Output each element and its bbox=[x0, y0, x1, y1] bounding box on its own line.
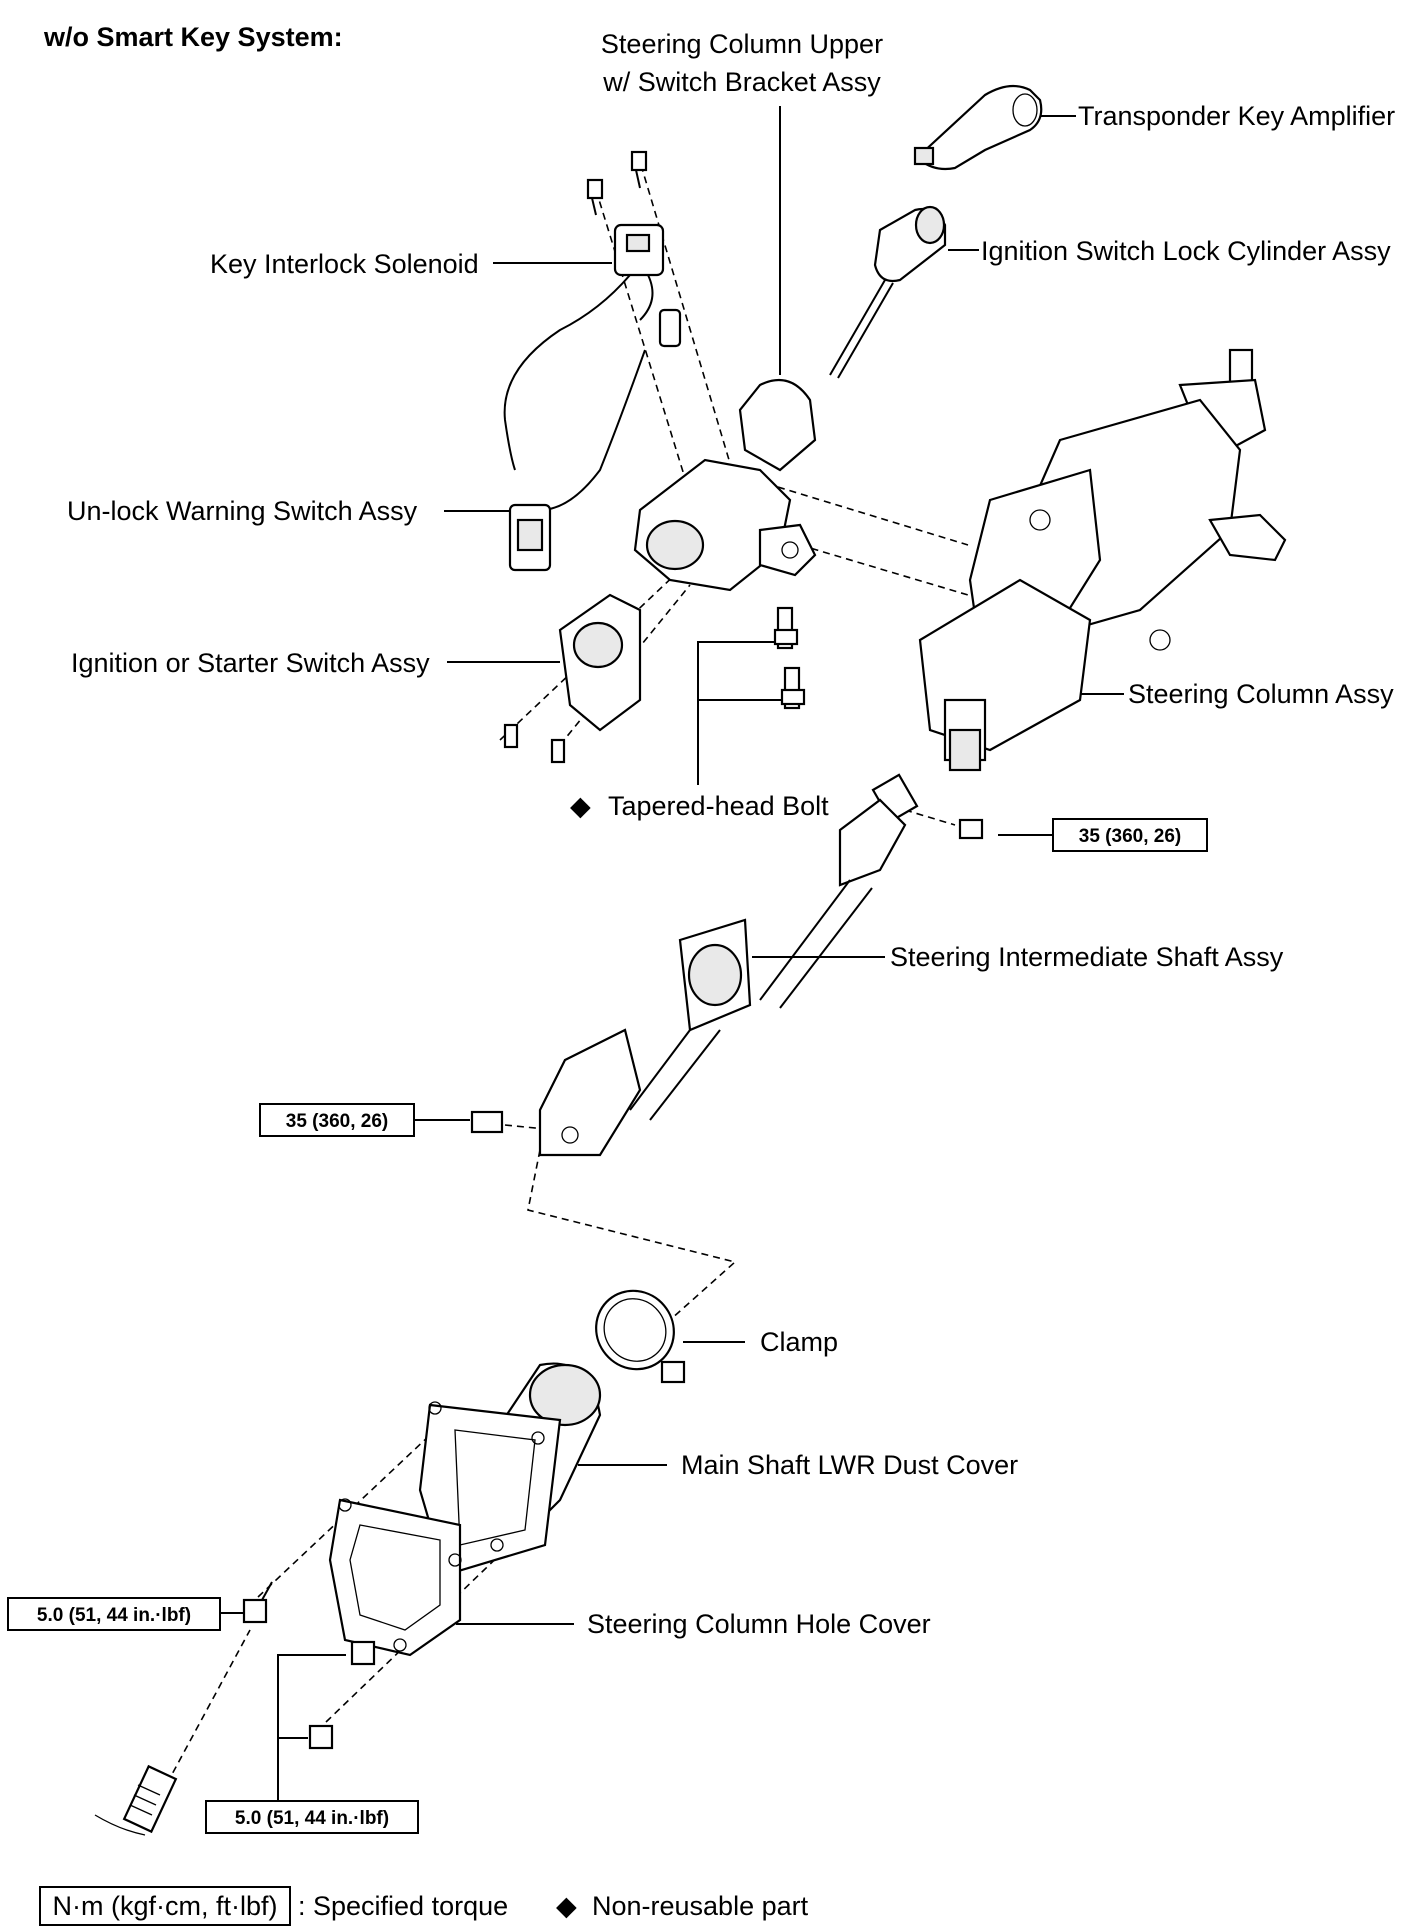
label-ignition-lock-cylinder: Ignition Switch Lock Cylinder Assy bbox=[981, 236, 1391, 266]
torque-box-upper-joint bbox=[1052, 818, 1208, 852]
torque-cover-bolt-value: 5.0 (51, 44 in.·lbf) bbox=[37, 1605, 191, 1626]
lower-shaft-stub bbox=[94, 1764, 178, 1836]
label-dust-cover: Main Shaft LWR Dust Cover bbox=[681, 1450, 1018, 1480]
clamp-part bbox=[595, 1289, 686, 1384]
label-hole-cover: Steering Column Hole Cover bbox=[587, 1609, 931, 1639]
legend-unit-box bbox=[39, 1886, 291, 1926]
leader-torque-cover-nuts-upper bbox=[277, 1654, 346, 1801]
steering-column-upper-bracket-part bbox=[633, 378, 817, 592]
legend-specified-torque: : Specified torque bbox=[298, 1891, 508, 1921]
label-clamp: Clamp bbox=[760, 1327, 838, 1357]
label-transponder-key-amplifier: Transponder Key Amplifier bbox=[1078, 101, 1395, 131]
label-tapered-head-bolt: Tapered-head Bolt bbox=[608, 791, 829, 821]
hole-cover-part bbox=[328, 1498, 462, 1657]
label-steering-column-upper-line2: w/ Switch Bracket Assy bbox=[602, 67, 881, 97]
label-intermediate-shaft: Steering Intermediate Shaft Assy bbox=[890, 942, 1284, 972]
cover-fasteners bbox=[242, 1581, 376, 1750]
tapered-bolt-marker-icon: ◆ bbox=[570, 791, 591, 821]
label-key-interlock-solenoid: Key Interlock Solenoid bbox=[210, 249, 479, 279]
label-steering-column-upper-line1: Steering Column Upper bbox=[601, 29, 883, 59]
transponder-key-amplifier-part bbox=[913, 84, 1043, 171]
legend-non-reusable: Non-reusable part bbox=[592, 1891, 809, 1921]
leader-tapered-bolt-upper bbox=[697, 641, 782, 785]
torque-box-lower-joint bbox=[259, 1103, 415, 1137]
torque-box-cover-nuts bbox=[205, 1800, 419, 1834]
torque-lower-joint-value: 35 (360, 26) bbox=[286, 1111, 388, 1132]
intermediate-shaft-part bbox=[470, 773, 984, 1157]
solenoid-screws bbox=[586, 150, 648, 216]
label-ignition-starter-switch: Ignition or Starter Switch Assy bbox=[71, 648, 430, 678]
legend-diamond-icon: ◆ bbox=[556, 1891, 577, 1921]
assembly-dashed-lines bbox=[149, 164, 969, 1816]
tapered-head-bolts bbox=[773, 606, 806, 710]
label-unlock-warning-switch: Un-lock Warning Switch Assy bbox=[67, 496, 418, 526]
legend-unit-text: N·m (kgf·cm, ft·lbf) bbox=[53, 1891, 278, 1921]
label-steering-column-assy: Steering Column Assy bbox=[1128, 679, 1394, 709]
ignition-starter-switch-part bbox=[503, 593, 642, 764]
key-interlock-solenoid-part bbox=[503, 223, 682, 471]
ignition-lock-cylinder-part bbox=[829, 205, 947, 379]
torque-upper-joint-value: 35 (360, 26) bbox=[1079, 826, 1181, 847]
steering-column-assy-part bbox=[918, 348, 1287, 772]
unlock-warning-switch-part bbox=[508, 349, 646, 572]
diagram-header: w/o Smart Key System: bbox=[43, 22, 343, 52]
torque-cover-nuts-value: 5.0 (51, 44 in.·lbf) bbox=[235, 1808, 389, 1829]
